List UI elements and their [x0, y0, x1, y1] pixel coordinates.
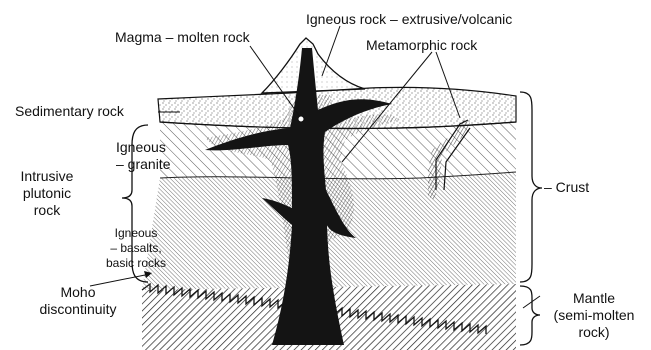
- label-moho: Moho discontinuity: [28, 284, 128, 318]
- label-moho-line1: Moho: [28, 284, 128, 301]
- magma-leader-dot: [298, 116, 304, 122]
- crust-brace: [520, 92, 542, 282]
- label-igneous-granite-line2: – granite: [116, 156, 162, 173]
- label-intrusive-line1: Intrusive: [14, 168, 80, 185]
- label-mantle: Mantle (semi-molten rock): [548, 290, 640, 341]
- label-intrusive-plutonic: Intrusive plutonic rock: [14, 168, 80, 219]
- label-igneous-extrusive: Igneous rock – extrusive/volcanic: [306, 11, 512, 28]
- label-mantle-line2: (semi-molten: [548, 307, 640, 324]
- label-igneous-granite: Igneous – granite: [116, 139, 162, 173]
- label-moho-line2: discontinuity: [28, 301, 128, 318]
- label-basalt-line3: basic rocks: [92, 256, 180, 271]
- label-mantle-line3: rock): [548, 324, 640, 341]
- label-mantle-line1: Mantle: [548, 290, 640, 307]
- label-metamorphic: Metamorphic rock: [366, 37, 477, 54]
- label-magma: Magma – molten rock: [115, 29, 250, 46]
- mantle-brace: [520, 286, 540, 345]
- label-basalt-line1: Igneous: [92, 226, 180, 241]
- label-igneous-granite-line1: Igneous: [116, 139, 162, 156]
- label-sedimentary: Sedimentary rock: [15, 103, 124, 120]
- label-intrusive-line3: rock: [14, 202, 80, 219]
- label-intrusive-line2: plutonic: [14, 185, 80, 202]
- label-crust: – Crust: [544, 179, 589, 196]
- label-igneous-basalts: Igneous – basalts, basic rocks: [92, 226, 180, 271]
- label-basalt-line2: – basalts,: [92, 241, 180, 256]
